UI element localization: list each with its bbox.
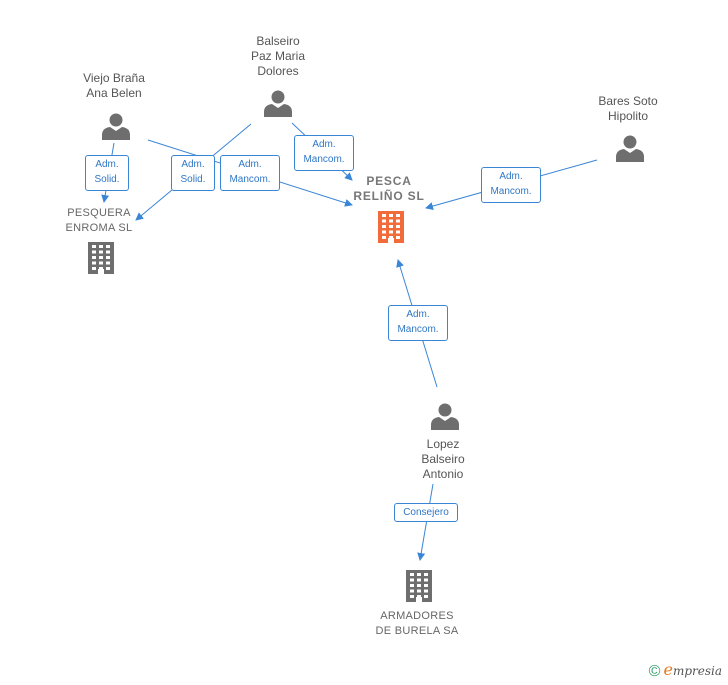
relation-label-lopez-pesca[interactable]: Adm. Mancom.	[388, 305, 448, 341]
person-icon-balseiro[interactable]	[264, 90, 292, 118]
brand-name: mpresia	[672, 664, 722, 678]
brand-initial: e	[663, 660, 673, 679]
edge-lopez-armadores	[417, 483, 434, 561]
company-icon-armadores[interactable]	[406, 570, 432, 602]
company-icon-pesquera[interactable]	[88, 242, 114, 274]
relation-label-viejo-pesquera[interactable]: Adm. Solid.	[85, 155, 129, 191]
relation-label-viejo-pesca[interactable]: Adm. Mancom.	[220, 155, 280, 191]
relation-label-balseiro-pesca[interactable]: Adm. Mancom.	[294, 135, 354, 171]
relation-label-lopez-armadores[interactable]: Consejero	[394, 503, 458, 522]
person-label-balseiro[interactable]: Balseiro Paz Maria Dolores	[250, 34, 306, 78]
person-icon-bares[interactable]	[616, 135, 644, 163]
person-label-viejo[interactable]: Viejo Braña Ana Belen	[83, 71, 145, 100]
company-label-pesquera[interactable]: PESQUERA ENROMA SL	[65, 207, 133, 234]
copyright-icon: ©	[648, 663, 661, 680]
company-label-pesca[interactable]: PESCA RELIÑO SL	[353, 174, 425, 203]
person-label-bares[interactable]: Bares Soto Hipolito	[598, 94, 658, 123]
company-label-armadores[interactable]: ARMADORES DE BURELA SA	[375, 610, 459, 637]
relation-label-balseiro-pesquera[interactable]: Adm. Solid.	[171, 155, 215, 191]
person-icon-lopez[interactable]	[431, 403, 459, 431]
relation-label-bares-pesca[interactable]: Adm. Mancom.	[481, 167, 541, 203]
person-icon-viejo[interactable]	[102, 113, 130, 141]
company-icon-pesca[interactable]	[378, 211, 404, 243]
person-label-lopez[interactable]: Lopez Balseiro Antonio	[421, 437, 465, 481]
footer-brand: ©empresia	[649, 660, 722, 681]
